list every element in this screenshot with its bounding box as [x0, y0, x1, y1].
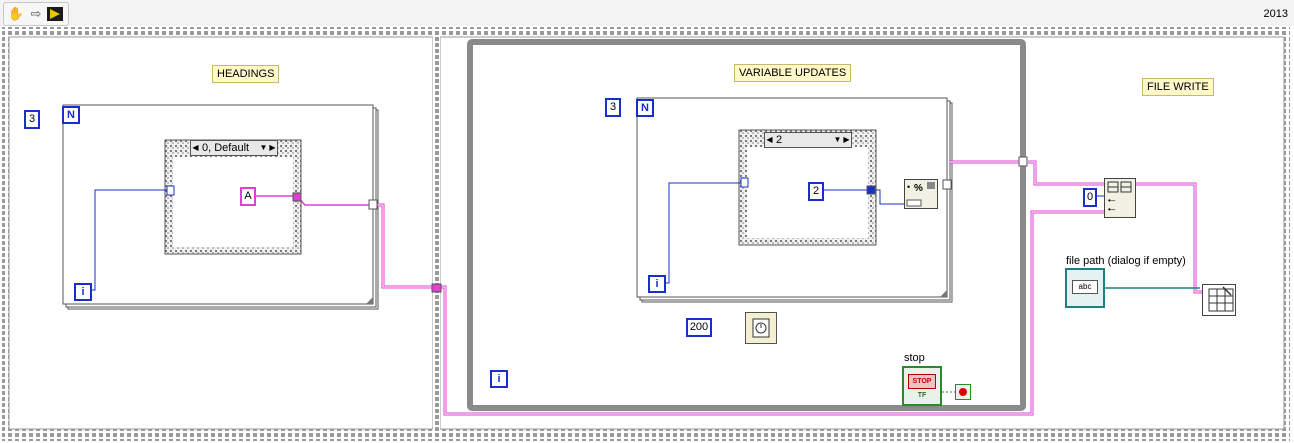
increment-icon[interactable]: ▶ [843, 135, 850, 144]
iteration-terminal-headings: i [74, 283, 92, 301]
loop-output-tunnel-headings [368, 199, 378, 210]
while-loop[interactable] [467, 39, 1026, 411]
index-constant[interactable]: 0 [1083, 188, 1097, 207]
case-output-tunnel-updates [866, 185, 876, 195]
decrement-icon[interactable]: ◀ [766, 135, 773, 144]
file-path-label: file path (dialog if empty) [1066, 255, 1186, 267]
loop-count-constant-headings[interactable]: 3 [24, 110, 40, 129]
path-indicator: abc [1072, 280, 1098, 294]
loop-condition-terminal[interactable] [955, 384, 971, 400]
iteration-terminal-updates: i [648, 275, 666, 293]
stop-button-control[interactable]: STOP TF [902, 366, 942, 406]
svg-text:%: % [914, 183, 923, 194]
stop-if-true-icon [959, 388, 967, 396]
step-arrow-icon[interactable]: ⇨ [30, 6, 42, 21]
toolbar-tools: ✋ ⇨ [3, 2, 69, 26]
count-terminal-headings: N [62, 106, 80, 124]
headings-label: HEADINGS [212, 65, 280, 83]
variable-updates-label: VARIABLE UPDATES [734, 64, 852, 82]
spreadsheet-icon [1208, 286, 1234, 312]
wait-ms-constant[interactable]: 200 [686, 318, 712, 337]
chevron-down-icon[interactable]: ▼ [259, 143, 268, 152]
stop-button-face: STOP [908, 374, 936, 389]
wait-ms-node[interactable] [745, 312, 777, 344]
svg-text:•–: •– [1108, 196, 1116, 205]
increment-icon[interactable]: ▶ [269, 143, 276, 152]
case-selector-updates[interactable]: ◀ 2 ▼ ▶ [764, 132, 852, 148]
case-selector-terminal-headings [166, 185, 175, 196]
format-into-string-node[interactable]: •% [904, 179, 938, 209]
while-output-tunnel [1018, 156, 1028, 167]
write-spreadsheet-node[interactable] [1202, 284, 1236, 316]
format-string-icon: •% [906, 182, 935, 207]
stop-label: stop [904, 352, 925, 364]
version-label: 2013 [1263, 8, 1288, 20]
while-iteration-terminal: i [490, 370, 508, 388]
highlight-icon[interactable] [46, 5, 64, 23]
case-output-tunnel-headings [292, 192, 302, 202]
chevron-down-icon[interactable]: ▼ [833, 135, 842, 144]
boolean-type-label: TF [917, 392, 927, 399]
decrement-icon[interactable]: ◀ [192, 143, 199, 152]
svg-text:•–: •– [1108, 205, 1116, 214]
run-hand-icon[interactable]: ✋ [7, 6, 25, 21]
numeric-constant[interactable]: 2 [808, 182, 824, 201]
case-selector-terminal-updates [740, 177, 749, 188]
frame-divider [433, 30, 440, 438]
sequence-tunnel [431, 283, 442, 293]
toolbar: ✋ ⇨ 2013 [0, 0, 1294, 26]
array-icon: •–•– [1107, 181, 1132, 214]
string-constant[interactable]: A [240, 187, 256, 206]
stopwatch-icon [752, 318, 770, 338]
file-path-control[interactable]: abc [1065, 268, 1105, 308]
build-array-node[interactable]: •–•– [1104, 178, 1136, 218]
file-write-label: FILE WRITE [1142, 78, 1214, 96]
case-selector-headings[interactable]: ◀ 0, Default ▼ ▶ [190, 140, 278, 156]
count-terminal-updates: N [636, 99, 654, 117]
svg-text:•: • [907, 182, 910, 192]
loop-count-constant-updates[interactable]: 3 [605, 98, 621, 117]
loop-output-tunnel-updates [942, 179, 952, 190]
